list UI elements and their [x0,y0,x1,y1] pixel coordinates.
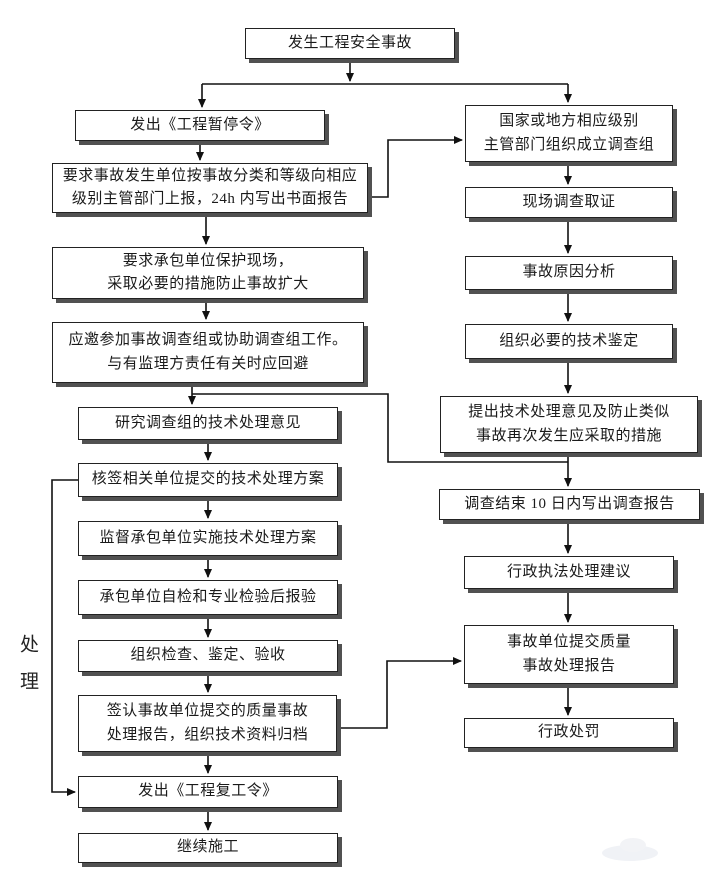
flow-node-supervise-implementation: 监督承包单位实施技术处理方案 [78,521,338,556]
edge-l6-l11 [51,479,78,796]
flow-node-technical-appraisal: 组织必要的技术鉴定 [465,324,673,359]
flow-node-investigation-report: 调查结束 10 日内写出调查报告 [439,489,700,520]
flow-node-administrative-penalty: 行政处罚 [464,718,674,748]
edge-l2-r1 [368,136,463,198]
flow-node-site-evidence: 现场调查取证 [465,187,673,218]
flow-node-countersign-plan: 核签相关单位提交的技术处理方案 [78,463,338,497]
side-label-handling: 处理 [17,634,38,708]
flow-node-issue-resume-order: 发出《工程复工令》 [78,776,338,808]
flow-node-report-to-authority: 要求事故发生单位按事故分类和等级向相应 级别主管部门上报，24h 内写出书面报告 [52,163,368,213]
flow-node-enforcement-suggestion: 行政执法处理建议 [464,556,674,589]
watermark-blob [602,838,658,861]
flow-node-organize-acceptance: 组织检查、鉴定、验收 [78,640,338,672]
flow-node-accident-occurs: 发生工程安全事故 [245,28,455,59]
flow-node-join-investigation: 应邀参加事故调查组或协助调查组工作。 与有监理方责任有关时应回避 [52,322,364,383]
edge-l10-r8 [337,657,462,729]
flow-node-continue-construction: 继续施工 [78,833,338,863]
flow-node-form-investigation-team: 国家或地方相应级别 主管部门组织成立调查组 [465,105,673,162]
edge-r5-l5 [192,393,568,463]
flow-node-study-opinions: 研究调查组的技术处理意见 [78,407,338,440]
flow-node-cause-analysis: 事故原因分析 [465,256,673,290]
flow-node-issue-suspend-order: 发出《工程暂停令》 [75,110,325,141]
flow-node-protect-site: 要求承包单位保护现场， 采取必要的措施防止事故扩大 [52,247,364,299]
flow-node-quality-accident-report: 事故单位提交质量 事故处理报告 [464,625,674,684]
flow-node-sign-report-archive: 签认事故单位提交的质量事故 处理报告，组织技术资料归档 [78,695,337,752]
flow-node-contractor-selfcheck: 承包单位自检和专业检验后报验 [78,580,338,615]
flow-node-propose-measures: 提出技术处理意见及防止类似 事故再次发生应采取的措施 [440,396,698,453]
